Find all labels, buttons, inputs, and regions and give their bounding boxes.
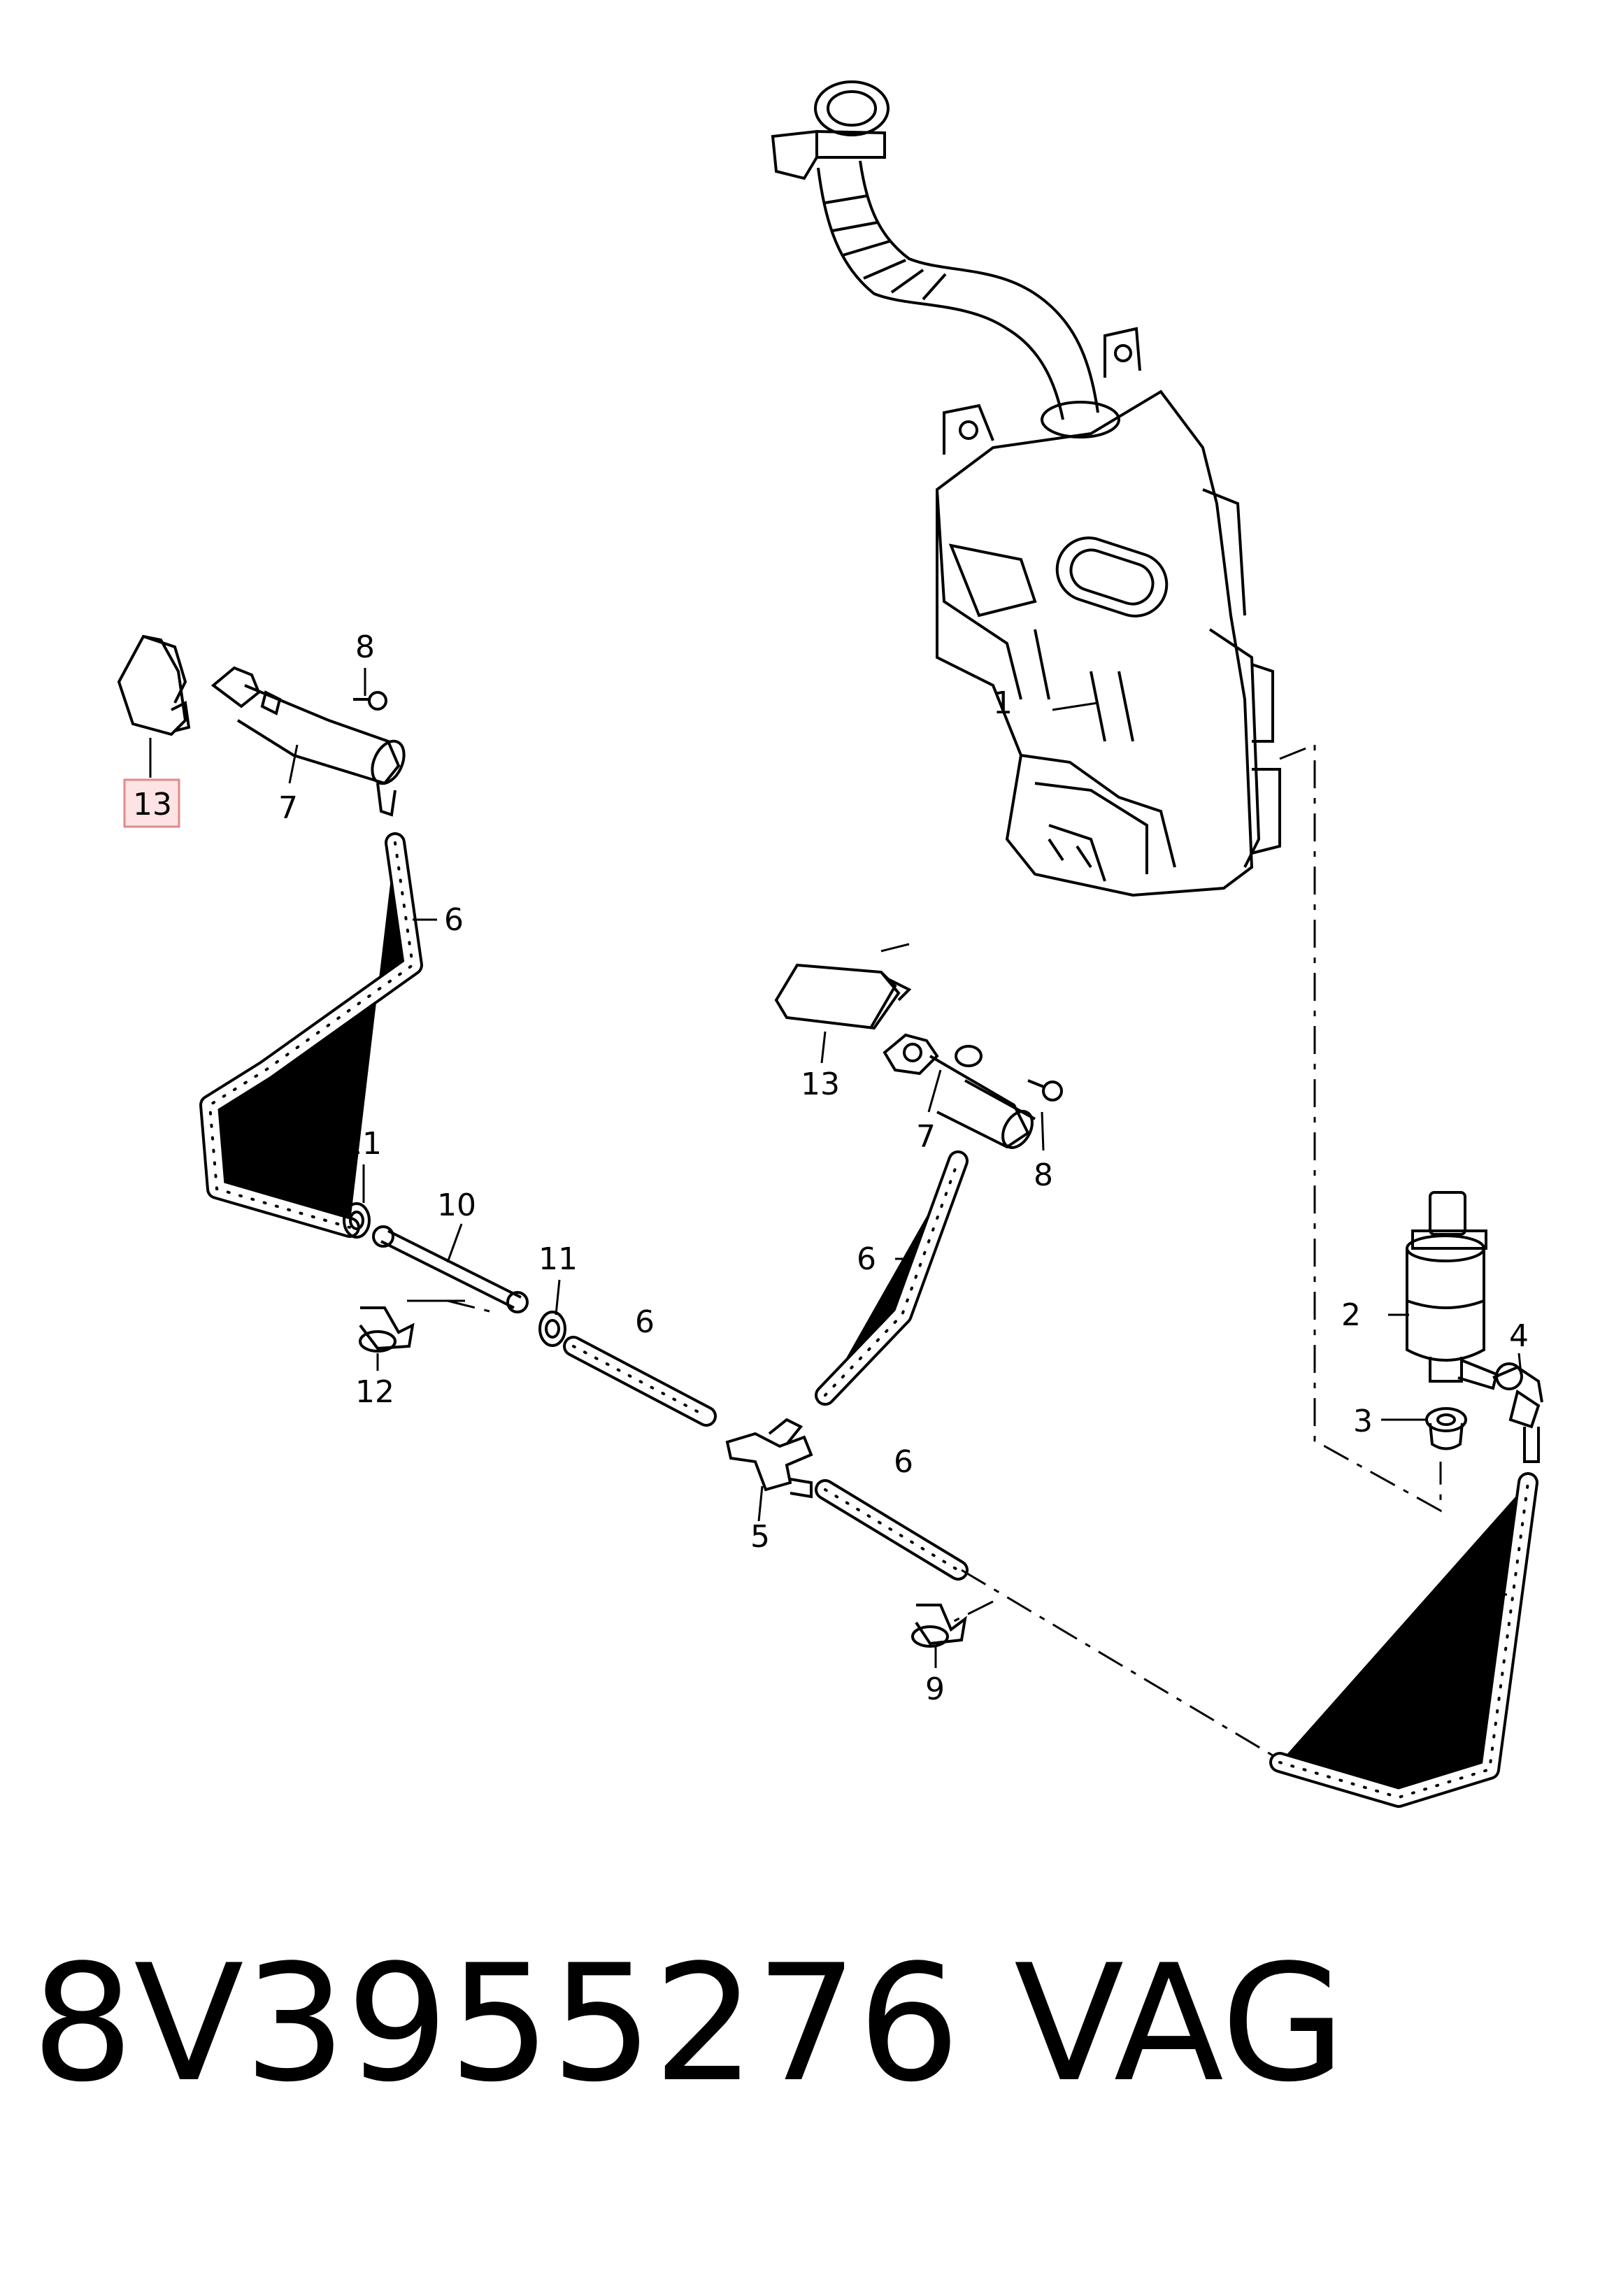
callout-7b[interactable]: 7 [916, 1119, 936, 1155]
washer-nozzle-right [883, 1033, 1036, 1149]
part-number: 8V3955276 [31, 1931, 961, 2118]
cover-cap-right [774, 963, 912, 1030]
cover-cap-left [117, 634, 191, 736]
callout-6a[interactable]: 6 [444, 902, 464, 938]
hose-clip-9 [911, 1604, 967, 1648]
callout-11a[interactable]: 11 [343, 1126, 382, 1162]
callout-6e[interactable]: 6 [1455, 1579, 1474, 1615]
callout-6c[interactable]: 6 [857, 1241, 876, 1277]
brand-name: VAG [1014, 1931, 1346, 2118]
callout-8b[interactable]: 8 [1034, 1157, 1053, 1193]
callout-10[interactable]: 10 [437, 1188, 476, 1223]
rigid-pipe [372, 1225, 529, 1313]
t-piece [725, 1418, 813, 1499]
spring-clamp-right [538, 1311, 566, 1347]
callout-2[interactable]: 2 [1341, 1297, 1361, 1333]
hose-clip-12 [359, 1306, 415, 1353]
callout-11b[interactable]: 11 [538, 1241, 578, 1277]
grommet [1425, 1407, 1467, 1450]
callout-9[interactable]: 9 [925, 1671, 945, 1707]
callout-3[interactable]: 3 [1353, 1404, 1373, 1439]
callout-8a[interactable]: 8 [355, 629, 375, 665]
leader-lines [149, 668, 1522, 1668]
elbow-connector [1492, 1362, 1543, 1463]
spring-clamp-left [343, 1202, 371, 1239]
callouts: 1 2 3 4 5 6 6 6 6 6 7 7 8 8 9 10 11 11 1… [133, 629, 1529, 1707]
callout-12[interactable]: 12 [355, 1374, 394, 1410]
screw-right [1027, 1079, 1063, 1101]
callout-7a[interactable]: 7 [278, 790, 298, 826]
hoses [210, 843, 1528, 1797]
callout-6d[interactable]: 6 [894, 1444, 913, 1480]
callout-5[interactable]: 5 [750, 1519, 770, 1555]
callout-13a[interactable]: 13 [133, 787, 172, 822]
callout-13-highlight [123, 778, 180, 828]
callout-1[interactable]: 1 [993, 685, 1013, 721]
callout-13b[interactable]: 13 [801, 1067, 840, 1102]
washer-reservoir [771, 80, 1281, 897]
callout-6b[interactable]: 6 [635, 1304, 655, 1340]
washer-pump [1406, 1191, 1499, 1390]
washer-nozzle-left [210, 666, 406, 817]
assembly-lines [447, 743, 1442, 1757]
screw-left [353, 691, 387, 711]
callout-4[interactable]: 4 [1509, 1318, 1529, 1354]
